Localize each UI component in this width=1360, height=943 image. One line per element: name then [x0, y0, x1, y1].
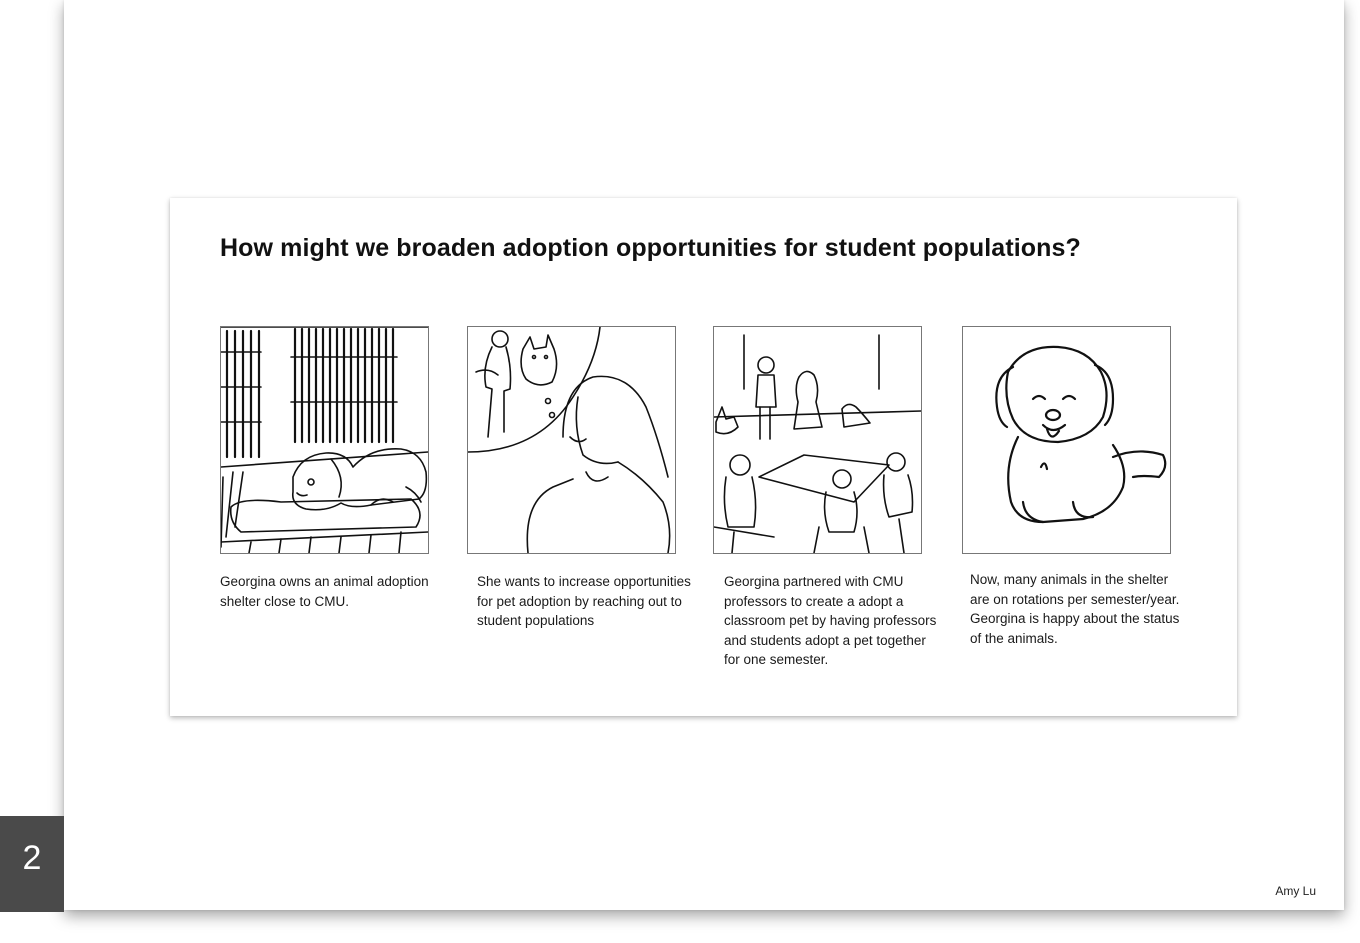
storyboard-card: How might we broaden adoption opportunit…: [170, 198, 1237, 716]
storyboard-frame-4-caption: Now, many animals in the shelter are on …: [970, 572, 1180, 646]
storyboard-frame-2-caption: She wants to increase opportunities for …: [477, 574, 691, 628]
storyboard-frame-1-sketch: [220, 326, 429, 554]
storyboard-frame-2-sketch: [467, 326, 676, 554]
slide-page: How might we broaden adoption opportunit…: [64, 0, 1344, 910]
storyboard-frame-4-sketch: [962, 326, 1171, 554]
author-credit: Amy Lu: [1275, 884, 1316, 898]
classroom-with-pets-illustration: [714, 334, 921, 553]
storyboard-frame-1-caption: Georgina owns an animal adoption shelter…: [220, 574, 429, 609]
woman-thinking-of-pet-illustration: [468, 327, 671, 553]
storyboard-frame-3-caption: Georgina partnered with CMU professors t…: [724, 574, 937, 667]
page-number-badge: 2: [0, 816, 64, 912]
happy-puppy-illustration: [995, 345, 1167, 524]
dog-in-kennel-illustration: [221, 327, 428, 553]
slide-title: How might we broaden adoption opportunit…: [220, 234, 1081, 262]
storyboard-frame-3-sketch: [713, 326, 922, 554]
